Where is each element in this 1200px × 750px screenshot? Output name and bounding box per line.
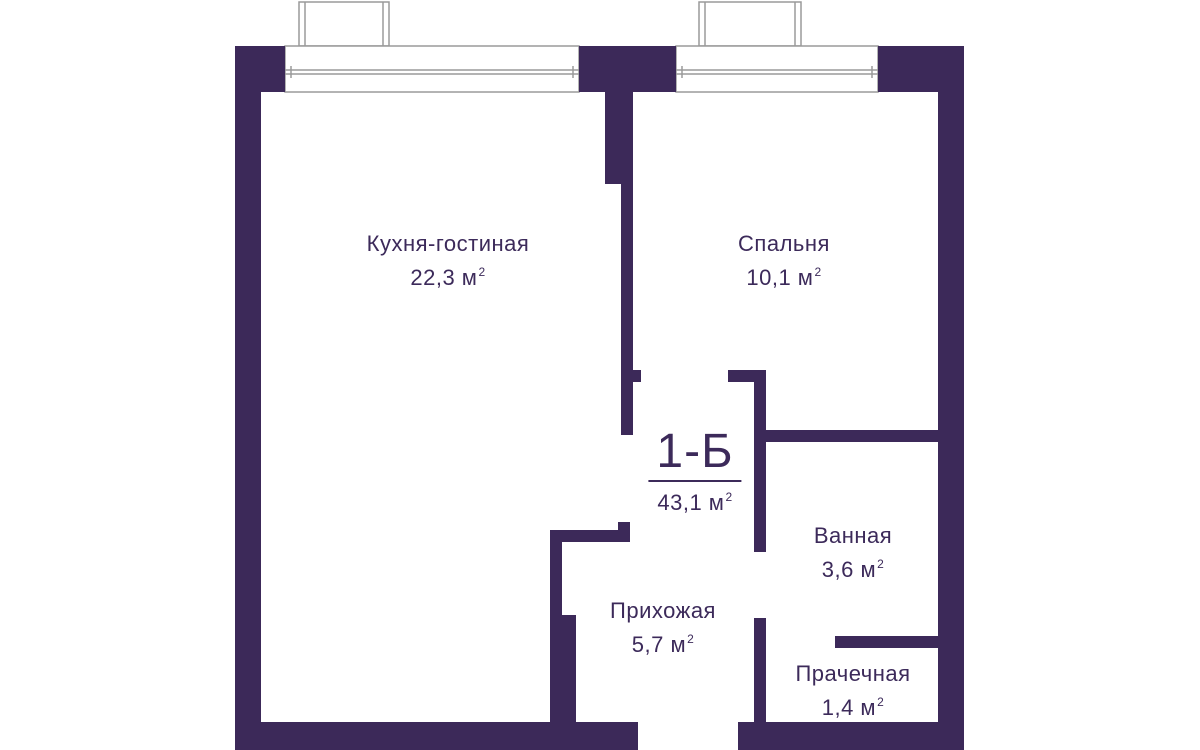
room-area-laundry: 1,4 м2 bbox=[821, 695, 885, 720]
wall-hall-top bbox=[550, 530, 630, 542]
apartment-summary: 1-Б 43,1 м2 bbox=[648, 426, 742, 518]
room-label-laundry: Прачечная 1,4 м2 bbox=[795, 660, 910, 722]
wall-bottom-left bbox=[235, 722, 638, 750]
room-area-kitchen: 22,3 м2 bbox=[410, 265, 486, 290]
walls bbox=[235, 46, 964, 750]
room-name-kitchen: Кухня-гостиная bbox=[366, 231, 530, 256]
wall-partition-stub bbox=[621, 370, 641, 382]
wall-bathroom-top bbox=[754, 430, 938, 442]
wall-partition-thin bbox=[621, 92, 633, 435]
room-label-bedroom: Спальня 10,1 м2 bbox=[738, 230, 830, 292]
wall-hall-top-stub bbox=[618, 522, 630, 542]
room-area-hallway: 5,7 м2 bbox=[631, 632, 695, 657]
wall-laundry-top bbox=[835, 636, 938, 648]
room-name-laundry: Прачечная bbox=[795, 661, 911, 686]
apartment-code: 1-Б bbox=[648, 426, 742, 482]
room-label-bathroom: Ванная 3,6 м2 bbox=[814, 522, 892, 584]
room-label-hallway: Прихожая 5,7 м2 bbox=[610, 597, 716, 659]
room-area-bathroom: 3,6 м2 bbox=[821, 557, 885, 582]
room-label-kitchen: Кухня-гостиная 22,3 м2 bbox=[367, 230, 530, 292]
apartment-total-area: 43,1 м2 bbox=[657, 490, 733, 515]
wall-bathroom-left bbox=[754, 370, 766, 552]
wall-bottom-right bbox=[738, 722, 964, 750]
room-name-hallway: Прихожая bbox=[610, 598, 716, 623]
wall-right-outer bbox=[938, 46, 964, 750]
balcony-left bbox=[298, 1, 390, 47]
wall-top-middle-pier bbox=[579, 46, 676, 92]
wall-hall-left-thick bbox=[550, 615, 576, 722]
window-right bbox=[675, 45, 879, 93]
room-name-bedroom: Спальня bbox=[738, 231, 830, 256]
wall-laundry-left bbox=[754, 618, 766, 722]
room-area-bedroom: 10,1 м2 bbox=[746, 265, 822, 290]
balcony-right bbox=[698, 1, 802, 47]
room-name-bathroom: Ванная bbox=[813, 523, 893, 548]
window-left bbox=[284, 45, 580, 93]
wall-left-outer bbox=[235, 46, 261, 750]
